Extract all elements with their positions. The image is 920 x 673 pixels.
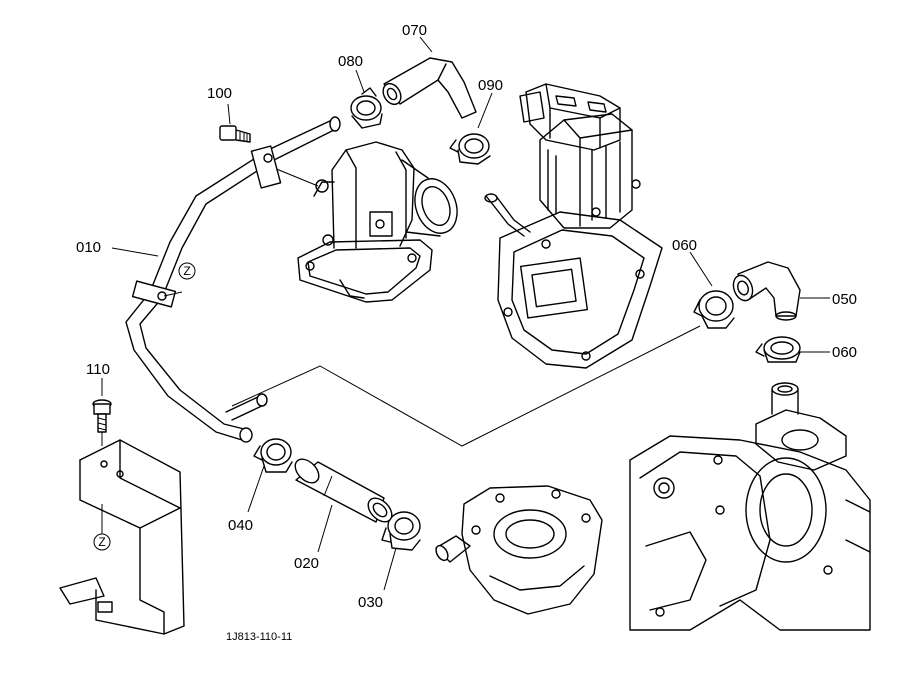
hose-050 xyxy=(732,261,801,321)
zone-marker-upper-label: Z xyxy=(183,264,190,278)
thermostat-housing xyxy=(273,141,458,303)
figure-reference-code: 1J813-110-11 xyxy=(226,631,292,643)
routing-line xyxy=(231,325,701,447)
clamp-060-upper xyxy=(693,290,735,329)
callout-040[interactable]: 040 xyxy=(228,517,253,534)
engine-block xyxy=(629,382,871,631)
clamp-030 xyxy=(381,511,421,551)
bolt-110 xyxy=(92,399,112,433)
hose-020 xyxy=(294,458,393,523)
egr-valve xyxy=(484,83,663,369)
callout-050[interactable]: 050 xyxy=(832,291,857,308)
callout-030[interactable]: 030 xyxy=(358,594,383,611)
callout-100[interactable]: 100 xyxy=(207,85,232,102)
clamp-040 xyxy=(253,438,293,473)
zone-marker-upper: Z xyxy=(178,262,196,280)
clamp-060-lower xyxy=(755,336,801,363)
callout-060-upper[interactable]: 060 xyxy=(672,237,697,254)
hose-070 xyxy=(382,57,477,119)
leader-lines xyxy=(101,36,830,591)
zone-marker-lower-label: Z xyxy=(98,535,105,549)
part-callouts: 010 020 030 040 050 060 060 070 080 090 … xyxy=(76,22,857,611)
callout-010[interactable]: 010 xyxy=(76,239,101,256)
water-pipe-010 xyxy=(125,116,341,443)
clamp-090 xyxy=(449,133,491,165)
callout-090[interactable]: 090 xyxy=(478,77,503,94)
bolt-100 xyxy=(219,125,251,143)
callout-110[interactable]: 110 xyxy=(86,361,110,378)
clamp-080 xyxy=(350,87,383,129)
callout-060-lower[interactable]: 060 xyxy=(832,344,857,361)
callout-080[interactable]: 080 xyxy=(338,53,363,70)
zone-marker-lower: Z xyxy=(93,533,111,551)
bracket xyxy=(59,432,185,635)
callout-020[interactable]: 020 xyxy=(294,555,319,572)
callout-070[interactable]: 070 xyxy=(402,22,427,39)
water-pump-flange xyxy=(435,485,603,615)
